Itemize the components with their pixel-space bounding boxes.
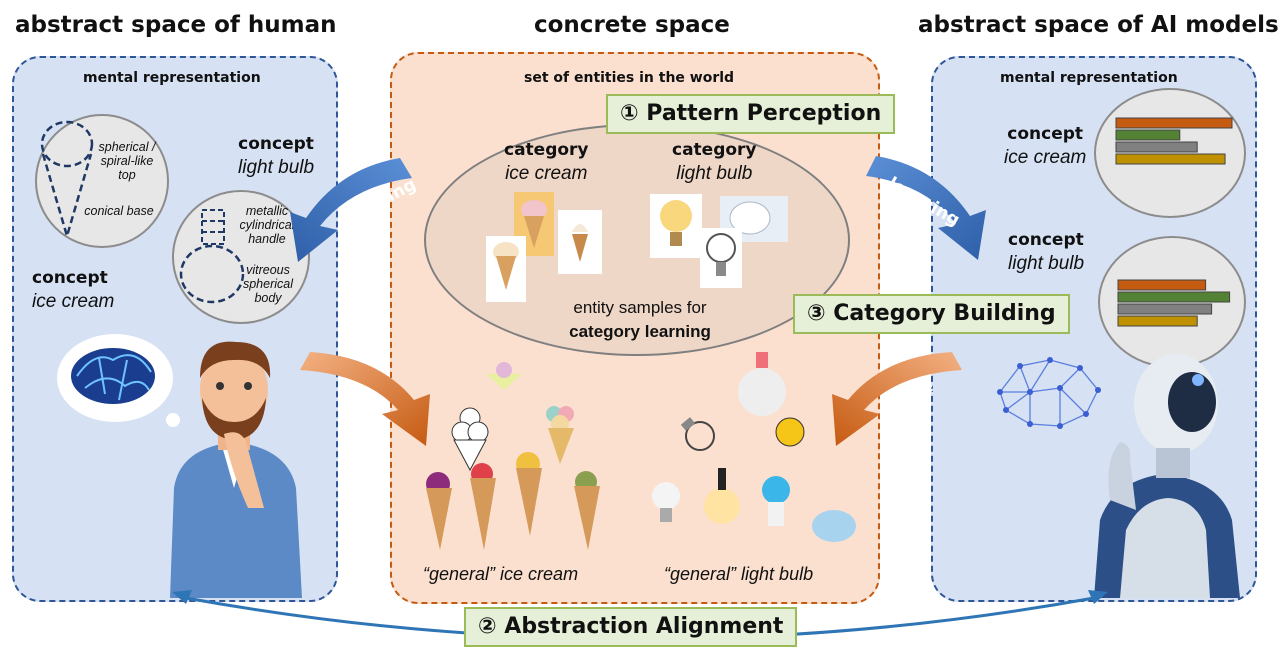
human-concept-light-bulb: concept light bulb — [238, 132, 314, 179]
category-name: ice cream — [505, 163, 588, 184]
light-bulb-feature-bars — [1117, 279, 1231, 327]
concept-label: concept — [238, 134, 314, 154]
concept-label: concept — [32, 268, 108, 288]
general-light-bulb-examples — [652, 352, 856, 542]
ice-cream-feature-bar-4 — [1115, 153, 1226, 165]
learning-arrow-right — [866, 156, 986, 260]
entity-samples-caption: entity samples for category learning — [550, 296, 730, 344]
learning-arrow-left — [290, 158, 412, 262]
heading-concrete-space: concrete space — [534, 12, 730, 38]
light-bulb-feature-bar-2 — [1117, 291, 1231, 303]
concept-name: light bulb — [1008, 253, 1085, 274]
light-bulb-sample-photos — [650, 194, 788, 288]
ai-concept-ice-cream: concept ice cream — [1004, 122, 1086, 169]
alignment-arrowhead-right — [1088, 590, 1108, 604]
concept-name: light bulb — [238, 157, 315, 178]
ice-cream-feature-bar-3 — [1115, 141, 1198, 153]
light-bulb-sketch-icon — [179, 209, 245, 304]
concept-name: ice cream — [32, 291, 115, 312]
category-building-box: ③ Category Building — [793, 294, 1070, 334]
neural-network-brain-icon — [997, 357, 1101, 429]
light-bulb-feature-bar-1 — [1117, 279, 1207, 291]
general-ice-cream-examples — [426, 362, 600, 550]
ice-cream-feature-bars — [1115, 117, 1233, 165]
concept-label: concept — [1008, 230, 1084, 250]
ai-robot-icon — [1094, 354, 1240, 598]
heading-ai-space: abstract space of AI models — [918, 12, 1279, 38]
category-label: category — [504, 140, 589, 160]
use-arrow-right — [832, 352, 962, 446]
human-mental-representation-label: mental representation — [83, 70, 261, 86]
light-bulb-handle-label: metallic cylindrical handle — [239, 204, 295, 246]
heading-human-space: abstract space of human — [15, 12, 337, 38]
ai-concept-light-bulb: concept light bulb — [1008, 228, 1084, 275]
human-ice-cream-representation — [35, 114, 169, 248]
category-light-bulb: category light bulb — [672, 138, 757, 185]
concept-label: concept — [1007, 124, 1084, 144]
entity-set-label: set of entities in the world — [524, 70, 735, 86]
ice-cream-sample-photos — [486, 192, 602, 302]
ai-mental-representation-label: mental representation — [1000, 70, 1178, 86]
ice-cream-feature-bar-1 — [1115, 117, 1233, 129]
entity-samples-line1: entity samples for — [573, 298, 707, 317]
brain-thought-bubble-icon — [57, 334, 180, 427]
ai-ice-cream-representation — [1094, 88, 1246, 218]
concept-name: ice cream — [1004, 147, 1087, 168]
category-label: category — [672, 140, 757, 160]
human-concept-ice-cream: concept ice cream — [32, 266, 114, 313]
human-light-bulb-representation — [172, 190, 310, 324]
general-light-bulb-label: “general” light bulb — [664, 564, 814, 584]
thinking-man-icon — [170, 341, 302, 598]
use-arrow-left — [300, 352, 430, 446]
category-ice-cream: category ice cream — [504, 138, 589, 185]
alignment-arrowhead-left — [172, 590, 192, 604]
category-name: light bulb — [676, 163, 753, 184]
ice-cream-base-label: conical base — [84, 204, 154, 218]
abstraction-alignment-box: ② Abstraction Alignment — [464, 607, 798, 647]
entity-samples-line2: category learning — [569, 322, 711, 341]
light-bulb-feature-bar-3 — [1117, 303, 1213, 315]
general-ice-cream-label: “general” ice cream — [423, 564, 579, 584]
light-bulb-feature-bar-4 — [1117, 315, 1198, 327]
pattern-perception-box: ① Pattern Perception — [606, 94, 896, 134]
light-bulb-body-label: vitreous spherical body — [242, 263, 294, 305]
ice-cream-feature-bar-2 — [1115, 129, 1181, 141]
ice-cream-sketch-icon — [40, 120, 94, 241]
ice-cream-top-label: spherical / spiral-like top — [98, 140, 156, 182]
